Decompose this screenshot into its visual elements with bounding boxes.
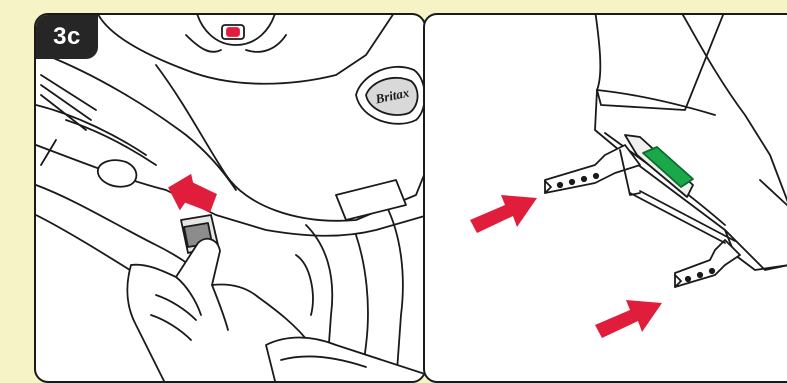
extend-direction-arrow-lower: [595, 300, 662, 338]
panel-press-release-button: Britax 3c: [34, 13, 426, 383]
push-direction-arrow: [166, 172, 219, 214]
seat-release-illustration: Britax: [36, 15, 426, 383]
panel-extend-isofix-connectors: [423, 13, 787, 383]
isofix-base-illustration: [425, 15, 787, 383]
extend-direction-arrow-upper: [470, 195, 537, 233]
step-label: 3c: [36, 15, 98, 59]
